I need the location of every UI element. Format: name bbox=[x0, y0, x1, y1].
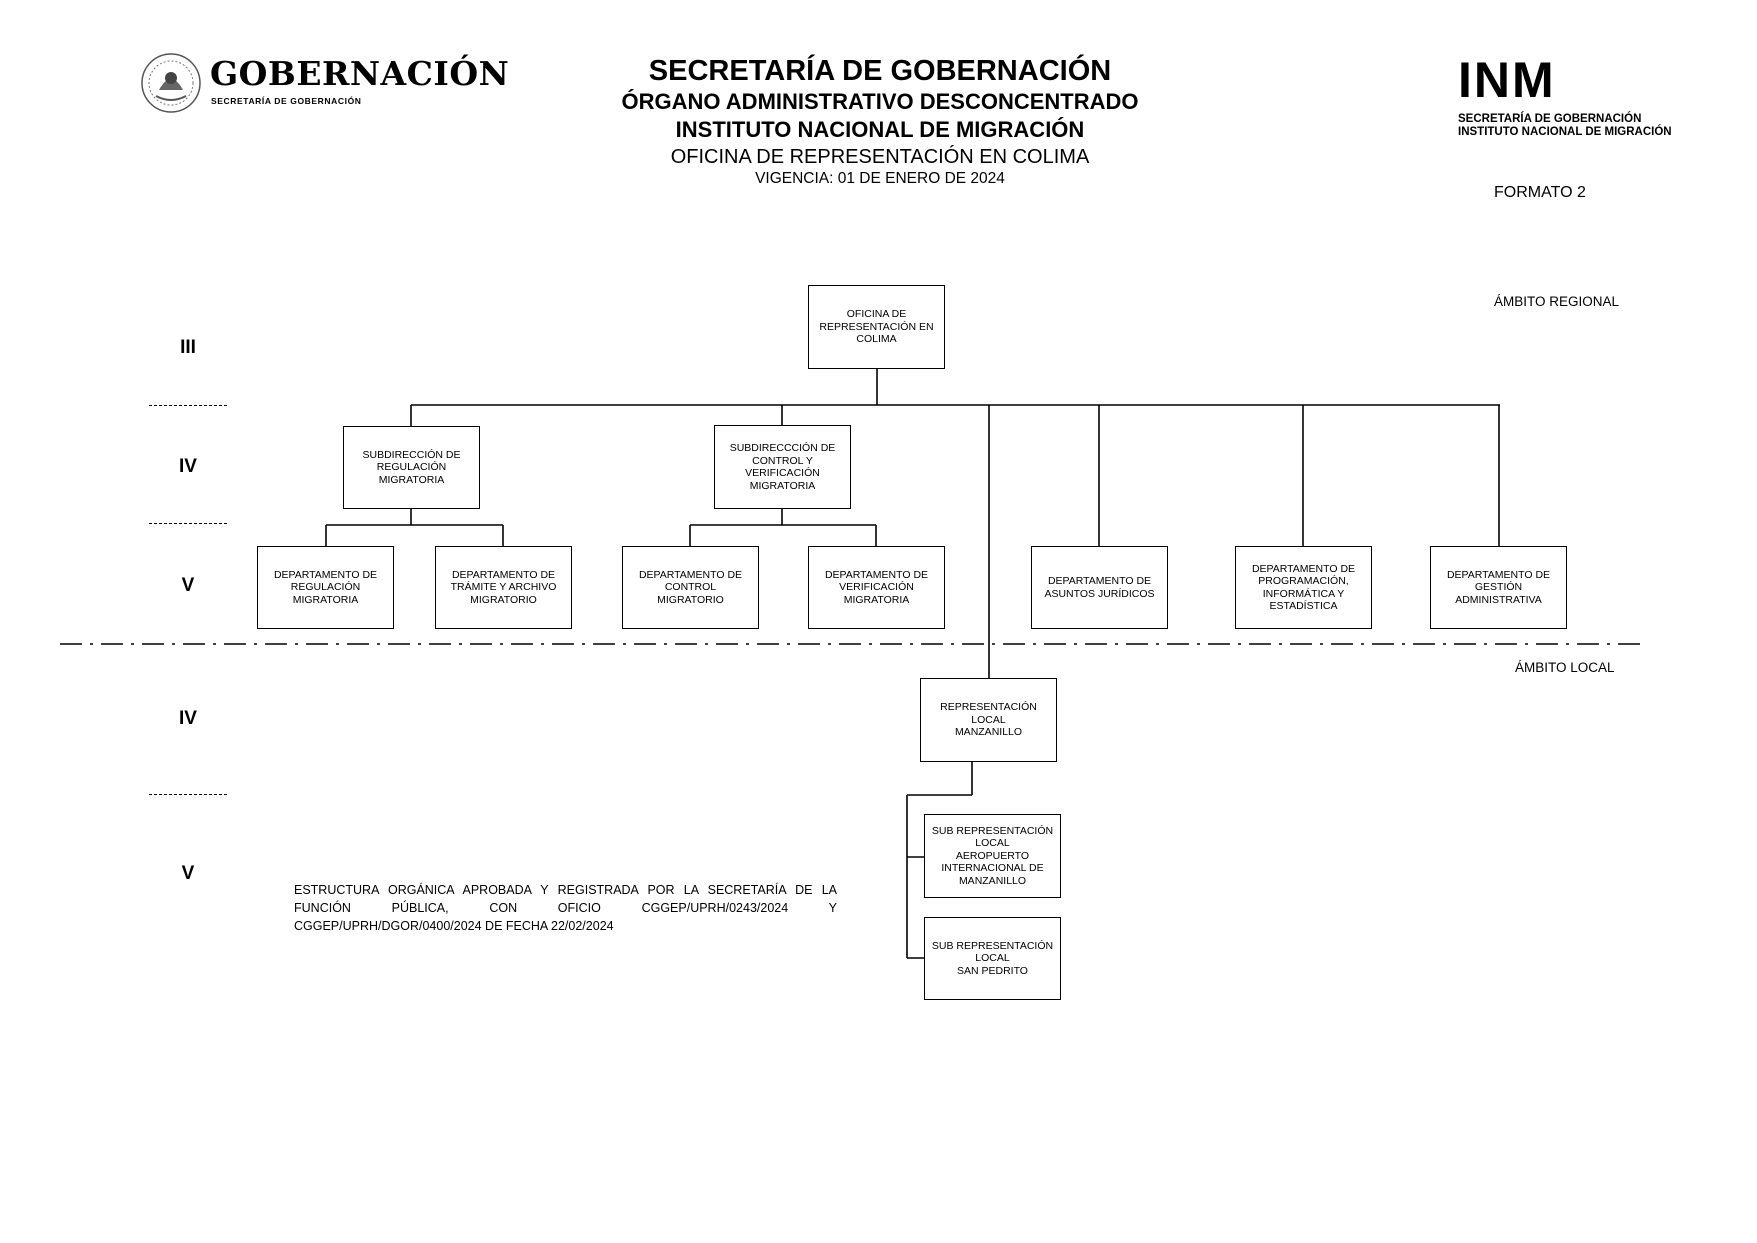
gobernacion-logo-subtitle: SECRETARÍA DE GOBERNACIÓN bbox=[211, 96, 362, 106]
org-box-label: SUB REPRESENTACIÓN LOCAL AEROPUERTO INTE… bbox=[931, 824, 1054, 887]
level-label-regional-5: V bbox=[181, 575, 195, 596]
org-box-subrep-san-pedrito: SUB REPRESENTACIÓN LOCAL SAN PEDRITO bbox=[924, 917, 1061, 1000]
org-box-label: SUB REPRESENTACIÓN LOCAL SAN PEDRITO bbox=[931, 939, 1054, 977]
level-separator bbox=[149, 523, 227, 524]
org-box-label: REPRESENTACIÓN LOCAL MANZANILLO bbox=[940, 701, 1037, 739]
scope-regional-label: ÁMBITO REGIONAL bbox=[1494, 294, 1620, 309]
approval-footnote: ESTRUCTURA ORGÁNICA APROBADA Y REGISTRAD… bbox=[294, 883, 837, 933]
title-line-5: VIGENCIA: 01 DE ENERO DE 2024 bbox=[755, 170, 1005, 187]
org-box-label: DEPARTAMENTO DE GESTIÓN ADMINISTRATIVA bbox=[1446, 568, 1551, 606]
national-seal-icon bbox=[141, 53, 201, 113]
level-label-regional-4: IV bbox=[179, 456, 197, 477]
org-box-label: DEPARTAMENTO DE TRÁMITE Y ARCHIVO MIGRAT… bbox=[450, 568, 557, 606]
level-separator bbox=[149, 794, 227, 795]
org-box-label: SUBDIRECCIÓN DE REGULACIÓN MIGRATORIA bbox=[362, 448, 461, 486]
title-line-1: SECRETARÍA DE GOBERNACIÓN bbox=[648, 55, 1112, 87]
org-box-label: DEPARTAMENTO DE CONTROL MIGRATORIO bbox=[638, 568, 743, 606]
inm-logo-mark: INM bbox=[1458, 52, 1556, 108]
title-line-3: INSTITUTO NACIONAL DE MIGRACIÓN bbox=[675, 117, 1085, 142]
inm-logo: INM SECRETARÍA DE GOBERNACIÓN INSTITUTO … bbox=[1458, 52, 1718, 140]
org-box-label: DEPARTAMENTO DE REGULACIÓN MIGRATORIA bbox=[273, 568, 378, 606]
format-label: FORMATO 2 bbox=[1494, 184, 1586, 201]
org-box-depto-juridicos: DEPARTAMENTO DE ASUNTOS JURÍDICOS bbox=[1031, 546, 1168, 629]
org-box-subrep-aeropuerto: SUB REPRESENTACIÓN LOCAL AEROPUERTO INTE… bbox=[924, 814, 1061, 898]
scope-local-label: ÁMBITO LOCAL bbox=[1515, 660, 1615, 675]
org-box-label: DEPARTAMENTO DE PROGRAMACIÓN, INFORMÁTIC… bbox=[1251, 562, 1356, 613]
level-label-regional-3: III bbox=[180, 337, 196, 358]
org-box-depto-control: DEPARTAMENTO DE CONTROL MIGRATORIO bbox=[622, 546, 759, 629]
org-box-depto-verificacion: DEPARTAMENTO DE VERIFICACIÓN MIGRATORIA bbox=[808, 546, 945, 629]
org-box-representacion-manzanillo: REPRESENTACIÓN LOCAL MANZANILLO bbox=[920, 678, 1057, 762]
org-box-subdireccion-control: SUBDIRECCCIÓN DE CONTROL Y VERIFICACIÓN … bbox=[714, 425, 851, 509]
org-box-depto-regulacion: DEPARTAMENTO DE REGULACIÓN MIGRATORIA bbox=[257, 546, 394, 629]
org-box-label: SUBDIRECCCIÓN DE CONTROL Y VERIFICACIÓN … bbox=[729, 442, 836, 492]
org-box-depto-gestion: DEPARTAMENTO DE GESTIÓN ADMINISTRATIVA bbox=[1430, 546, 1567, 629]
org-box-oficina-colima: OFICINA DE REPRESENTACIÓN EN COLIMA bbox=[808, 285, 945, 369]
level-label-local-4: IV bbox=[179, 708, 197, 729]
inm-logo-subtitle-1: SECRETARÍA DE GOBERNACIÓN bbox=[1458, 113, 1642, 125]
title-line-2: ÓRGANO ADMINISTRATIVO DESCONCENTRADO bbox=[621, 89, 1139, 114]
org-box-label: DEPARTAMENTO DE ASUNTOS JURÍDICOS bbox=[1044, 575, 1155, 600]
title-line-4: OFICINA DE REPRESENTACIÓN EN COLIMA bbox=[670, 146, 1090, 168]
inm-logo-subtitle-2: INSTITUTO NACIONAL DE MIGRACIÓN bbox=[1458, 126, 1672, 138]
org-box-depto-tramite: DEPARTAMENTO DE TRÁMITE Y ARCHIVO MIGRAT… bbox=[435, 546, 572, 629]
gobernacion-logo-title: GOBERNACIÓN bbox=[210, 54, 510, 93]
title-block: SECRETARÍA DE GOBERNACIÓN ÓRGANO ADMINIS… bbox=[560, 54, 1200, 188]
org-box-depto-programacion: DEPARTAMENTO DE PROGRAMACIÓN, INFORMÁTIC… bbox=[1235, 546, 1372, 629]
org-box-label: OFICINA DE REPRESENTACIÓN EN COLIMA bbox=[819, 308, 934, 346]
level-separator bbox=[149, 405, 227, 406]
org-box-label: DEPARTAMENTO DE VERIFICACIÓN MIGRATORIA bbox=[824, 568, 929, 606]
org-box-subdireccion-regulacion: SUBDIRECCIÓN DE REGULACIÓN MIGRATORIA bbox=[343, 426, 480, 509]
gobernacion-logo: GOBERNACIÓN SECRETARÍA DE GOBERNACIÓN bbox=[140, 52, 509, 114]
level-label-local-5: V bbox=[181, 863, 195, 884]
